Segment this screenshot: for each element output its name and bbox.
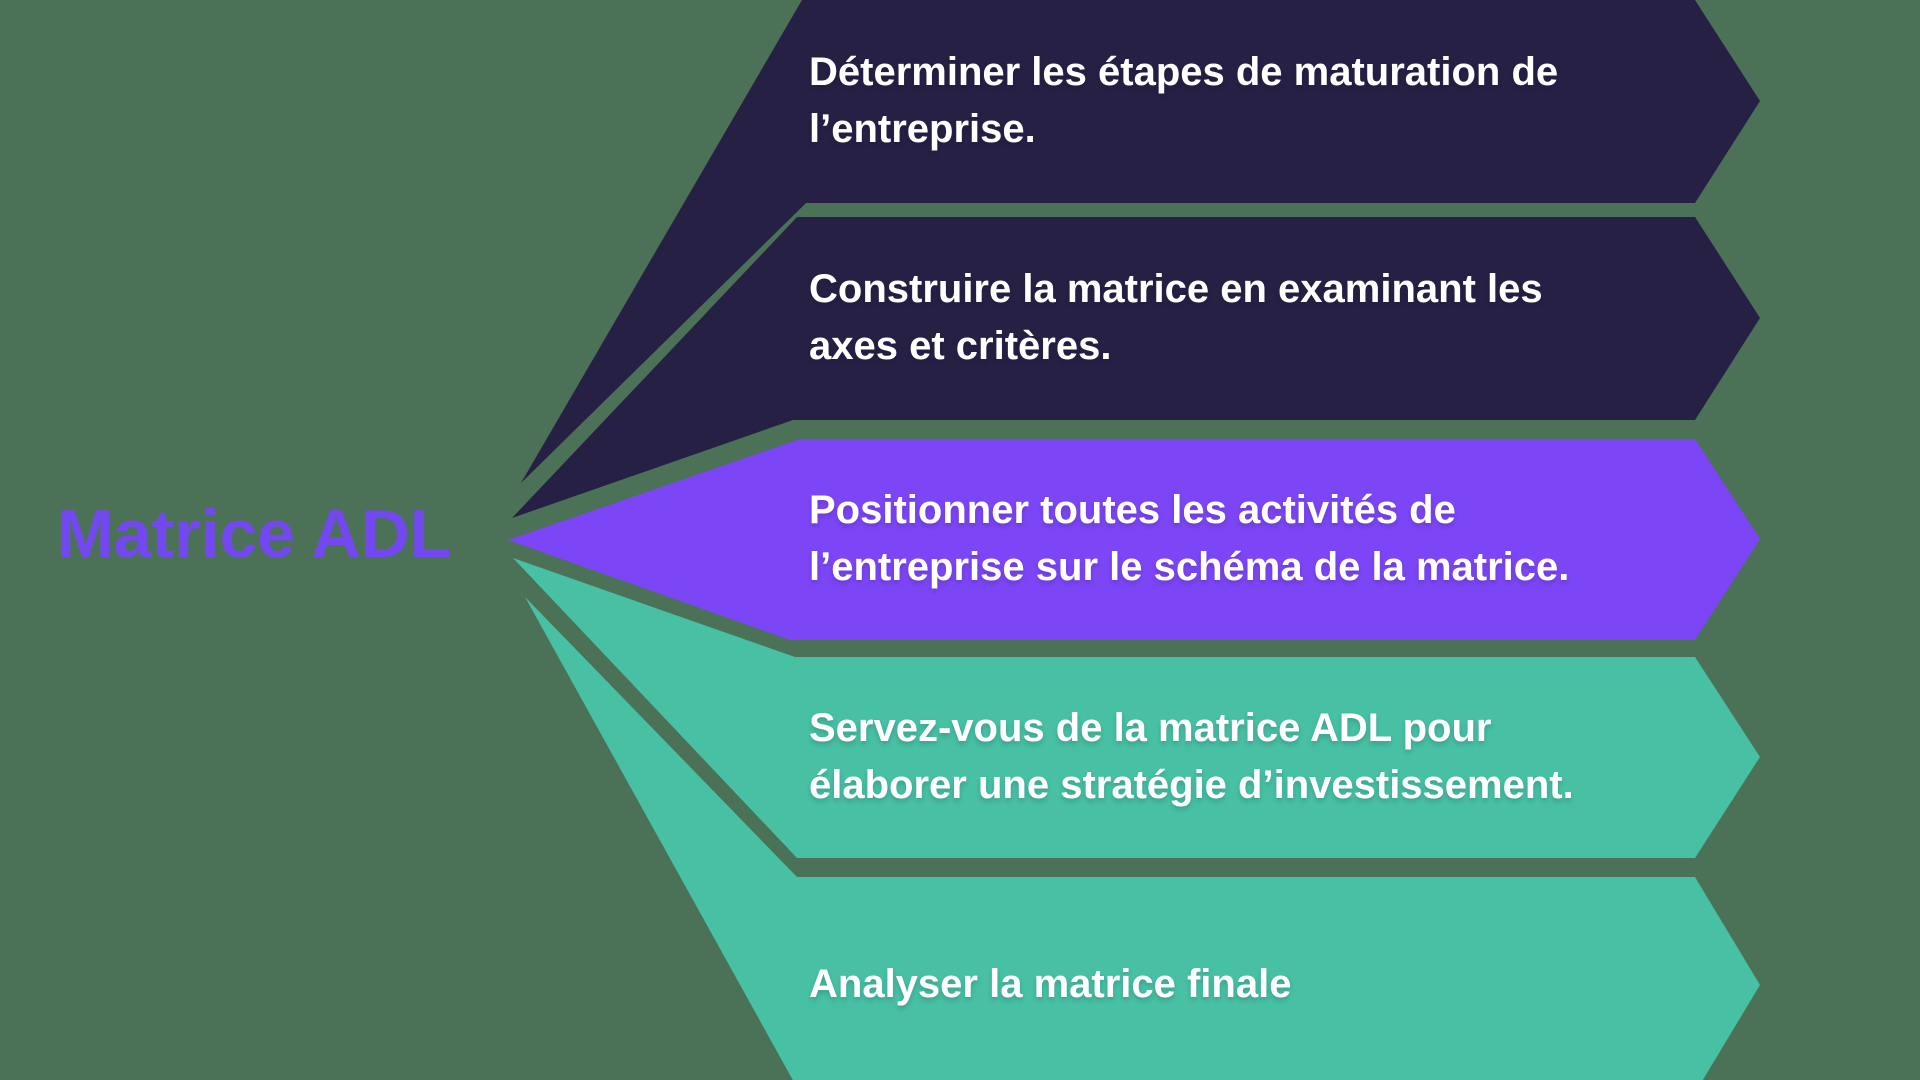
step-banner-4-label: Servez-vous de la matrice ADL pour élabo… bbox=[809, 700, 1709, 814]
diagram-title: Matrice ADL bbox=[57, 496, 452, 572]
step-banner-1-label: Déterminer les étapes de maturation de l… bbox=[809, 44, 1709, 158]
step-banner-1-line-2: l’entreprise. bbox=[809, 107, 1036, 151]
step-banner-4-line-2: élaborer une stratégie d’investissement. bbox=[809, 763, 1574, 807]
step-banner-3-label: Positionner toutes les activités de l’en… bbox=[809, 482, 1709, 596]
step-banner-3-line-1: Positionner toutes les activités de bbox=[809, 488, 1456, 532]
step-banner-5-label: Analyser la matrice finale bbox=[809, 956, 1709, 1013]
step-banner-1-line-1: Déterminer les étapes de maturation de bbox=[809, 50, 1559, 94]
step-banner-3-line-2: l’entreprise sur le schéma de la matrice… bbox=[809, 545, 1570, 589]
step-banner-5-line-1: Analyser la matrice finale bbox=[809, 962, 1292, 1006]
step-banner-2-line-2: axes et critères. bbox=[809, 324, 1112, 368]
step-banner-2-label: Construire la matrice en examinant les a… bbox=[809, 261, 1709, 375]
step-banner-2-line-1: Construire la matrice en examinant les bbox=[809, 267, 1543, 311]
step-banner-4-line-1: Servez-vous de la matrice ADL pour bbox=[809, 706, 1492, 750]
